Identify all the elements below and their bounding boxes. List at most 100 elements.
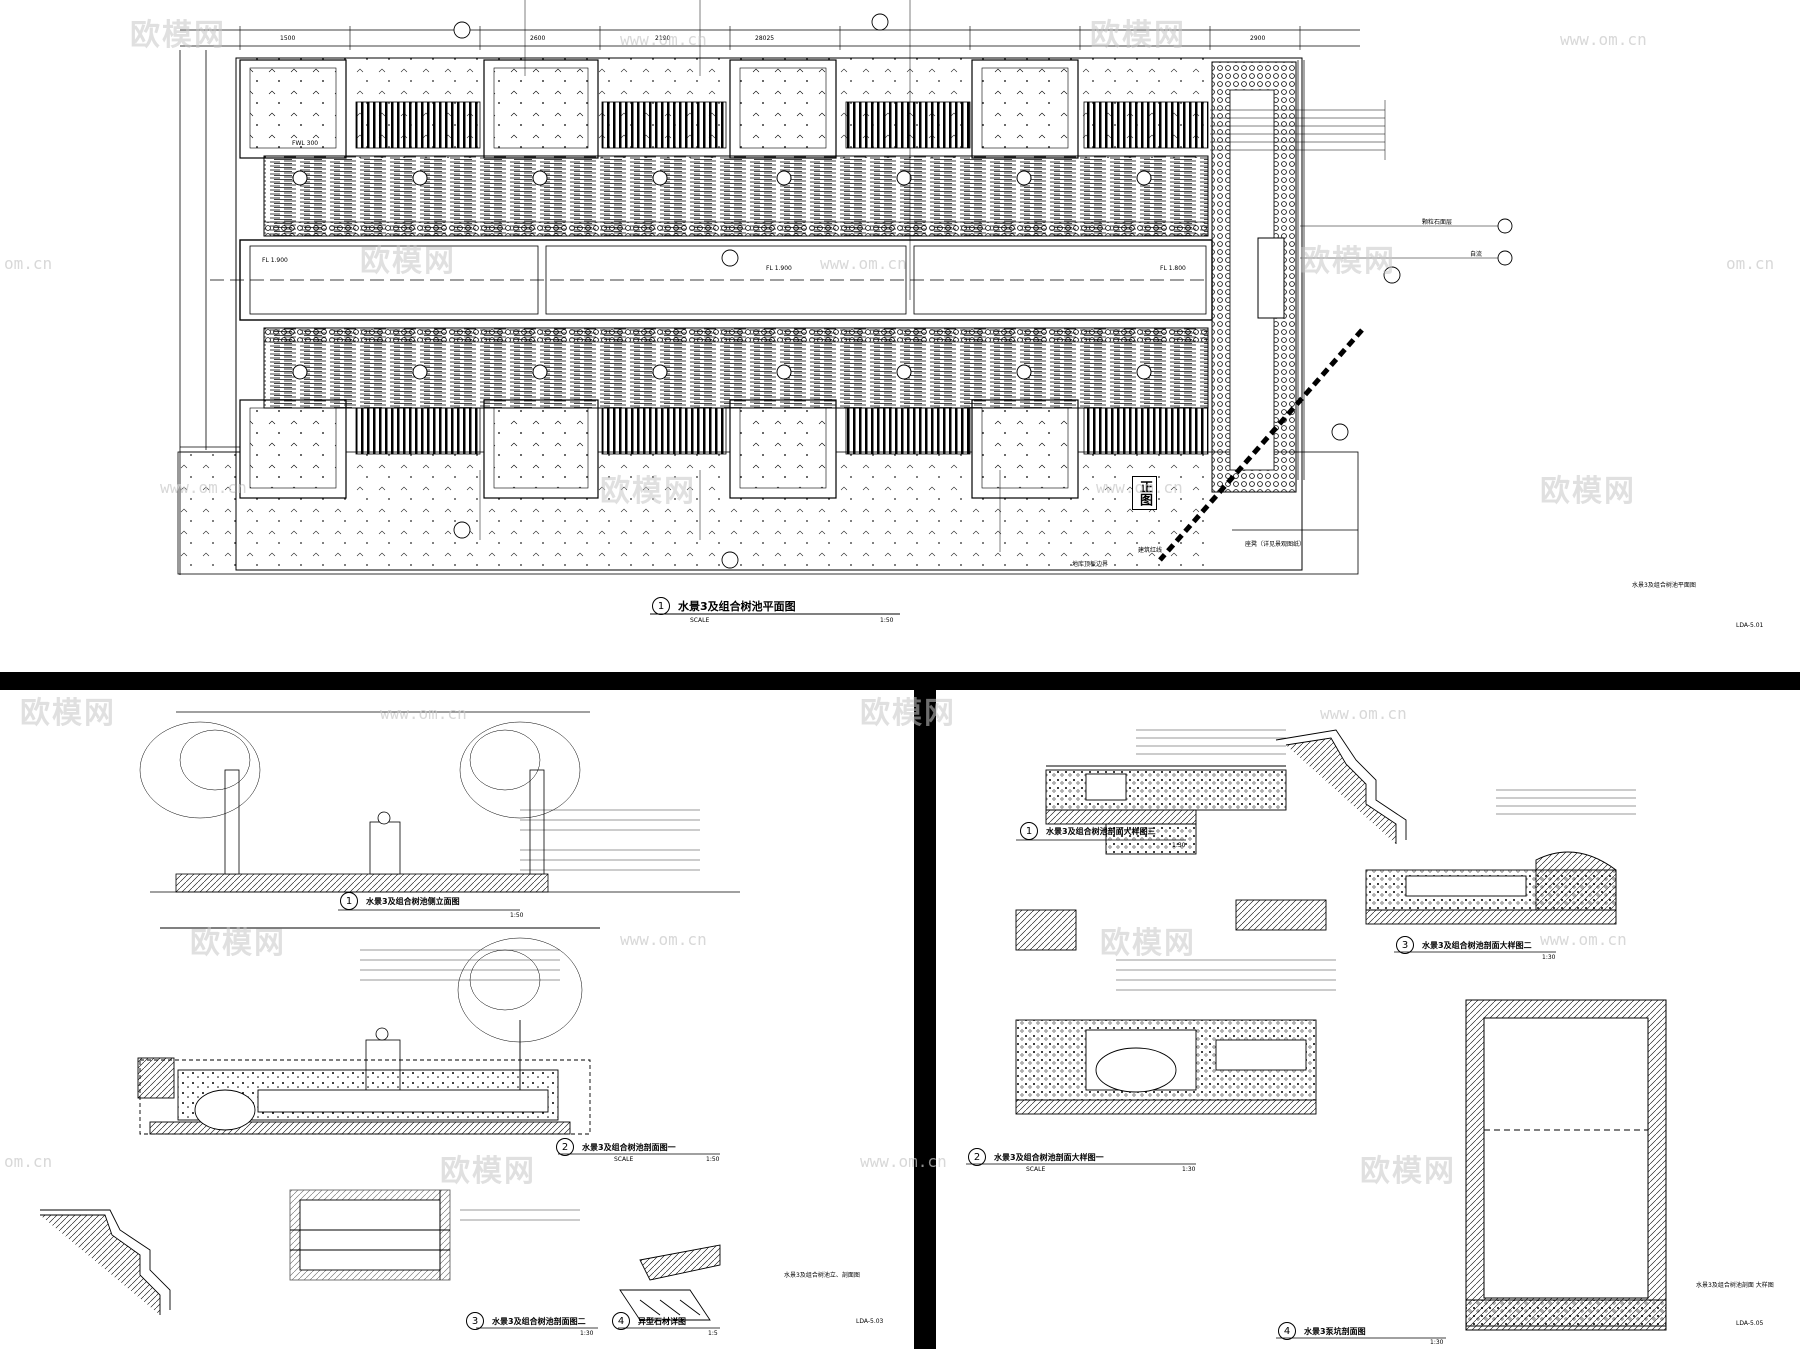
watermark-brand: 欧模网	[1090, 18, 1186, 53]
br-view2-scale: 1:30	[1182, 1166, 1196, 1173]
dim-c: 2190	[655, 35, 670, 42]
note-r2: 自流	[1470, 250, 1482, 258]
elevation-leaders	[360, 809, 700, 1221]
br-view4-title: 4 水景3泵坑剖面图	[1278, 1322, 1366, 1340]
bl-sheet-id: LDA-5.03	[856, 1318, 884, 1325]
dim-e: 2900	[1250, 35, 1265, 42]
watermark-brand: 欧模网	[440, 1154, 536, 1189]
pebble-band-lower	[263, 327, 1209, 343]
detail-section-2	[1015, 909, 1317, 1115]
br-view2-number: 2	[968, 1148, 986, 1166]
section-view-2	[137, 927, 600, 1135]
plan-side-caption: 水景3及组合树池平面图	[1632, 582, 1696, 589]
stamp-label: 正图	[1132, 476, 1157, 510]
separator-vertical	[914, 690, 936, 1349]
nozzles-lower	[292, 364, 1152, 380]
detail-title-rules	[966, 839, 1556, 1339]
br-view3-scale: 1:30	[1542, 954, 1556, 961]
br-view1-number: 1	[1020, 822, 1038, 840]
tree-pits-top-inner	[249, 67, 1069, 149]
bl-view1-title: 1 水景3及组合树池侧立面图	[340, 892, 460, 910]
bl-view2-text: 水景3及组合树池剖面图一	[582, 1142, 676, 1152]
detail-section-3	[1235, 851, 1617, 931]
dim-d: 28025	[755, 35, 774, 42]
elevation-sheet: 1 水景3及组合树池侧立面图 1:50 2 水景3及组合树池剖面图一 SCALE…	[0, 690, 914, 1349]
br-view3-title: 3 水景3及组合树池剖面大样图二	[1396, 936, 1532, 954]
watermark-url: www.om.cn	[160, 478, 247, 497]
br-view3-number: 3	[1396, 936, 1414, 954]
br-view4-text: 水景3泵坑剖面图	[1304, 1326, 1366, 1336]
note-r1: 颗粒石面层	[1422, 218, 1452, 226]
detail-drawing	[966, 729, 1667, 1339]
watermark-url: om.cn	[4, 1152, 53, 1171]
watermark-brand: 欧模网	[1100, 926, 1196, 961]
watermark-url: om.cn	[1726, 254, 1775, 273]
bl-view1-text: 水景3及组合树池侧立面图	[366, 896, 460, 906]
bl-view3-number: 3	[466, 1312, 484, 1330]
watermark-url: www.om.cn	[1320, 704, 1407, 723]
separator-horizontal	[0, 672, 1800, 690]
watermark-url: www.om.cn	[820, 254, 907, 273]
plan-scale: 1:50	[880, 617, 894, 624]
watermark-brand: 欧模网	[860, 696, 956, 731]
water-channel	[210, 239, 1213, 321]
watermark-brand: 欧模网	[1300, 244, 1396, 279]
top-dimension-ticks	[239, 26, 1301, 50]
watermark-brand: 欧模网	[1540, 474, 1636, 509]
detail-stair-top	[1275, 729, 1407, 844]
watermark-brand: 欧模网	[20, 696, 116, 731]
detail-leaders	[1116, 729, 1636, 991]
stone-profile-detail	[619, 1244, 721, 1321]
fl-label-mid: FL 1.900	[766, 265, 792, 272]
plan-scale-label: SCALE	[690, 617, 710, 624]
br-view3-text: 水景3及组合树池剖面大样图二	[1422, 940, 1532, 950]
watermark-brand: 欧模网	[600, 474, 696, 509]
br-view1-scale: 1:30	[1172, 842, 1186, 849]
fwl-label: FWL 300	[292, 140, 318, 147]
bl-side-caption: 水景3及组合树池立、剖面图	[784, 1272, 860, 1279]
br-side-caption: 水景3及组合树池剖面 大样图	[1696, 1282, 1774, 1289]
watermark-url: www.om.cn	[1560, 30, 1647, 49]
bl-view4-number: 4	[612, 1312, 630, 1330]
br-view2-scale-label: SCALE	[1026, 1166, 1046, 1173]
watermark-brand: 欧模网	[360, 244, 456, 279]
br-view4-scale: 1:30	[1430, 1339, 1444, 1346]
plan-title-number: 1	[652, 597, 670, 615]
br-view1-text: 水景3及组合树池剖面大样图三	[1046, 826, 1156, 836]
note-b1: 地库顶板边界	[1072, 560, 1108, 568]
stair-detail-left	[40, 1209, 171, 1315]
bl-view1-scale: 1:50	[510, 912, 524, 919]
note-b2: 建筑红线	[1138, 546, 1162, 554]
bl-view3-scale: 1:30	[580, 1330, 594, 1337]
nozzles-upper	[292, 170, 1152, 186]
br-sheet-id: LDA-5.05	[1736, 1320, 1764, 1327]
plan-sheet-id: LDA-5.01	[1736, 622, 1764, 629]
pebble-band-upper	[263, 221, 1209, 237]
watermark-url: www.om.cn	[380, 704, 467, 723]
watermark-url: www.om.cn	[1540, 930, 1627, 949]
br-view1-title: 1 水景3及组合树池剖面大样图三	[1020, 822, 1156, 840]
plan-sheet: FL 1.900 FL 1.900 FL 1.800 FWL 300 1500 …	[0, 0, 1800, 672]
tree-pits-bottom-inner	[249, 407, 1069, 489]
bl-view1-number: 1	[340, 892, 358, 910]
bl-view4-scale: 1:5	[708, 1330, 718, 1337]
watermark-brand: 欧模网	[130, 18, 226, 53]
detail-section-1	[1045, 765, 1287, 855]
dim-b: 2600	[530, 35, 545, 42]
right-edge-lines	[1297, 60, 1305, 480]
watermark-url: www.om.cn	[1096, 478, 1183, 497]
dim-a: 1500	[280, 35, 295, 42]
bl-view2-scale: 1:50	[706, 1156, 720, 1163]
watermark-brand: 欧模网	[190, 926, 286, 961]
bl-view2-scale-label: SCALE	[614, 1156, 634, 1163]
br-view4-number: 4	[1278, 1322, 1296, 1340]
bl-view2-title: 2 水景3及组合树池剖面图一	[556, 1138, 676, 1156]
section-markers	[453, 13, 1513, 569]
leader-lines-right	[1210, 100, 1505, 259]
detail-sheet: 1 水景3及组合树池剖面大样图三 1:30 3 水景3及组合树池剖面大样图二 1…	[936, 690, 1800, 1349]
plan-title: 1 水景3及组合树池平面图	[652, 597, 796, 615]
watermark-url: www.om.cn	[620, 30, 707, 49]
elevation-title-rules	[338, 909, 720, 1329]
grille-strips	[355, 101, 1209, 455]
drain-box	[1257, 237, 1285, 319]
